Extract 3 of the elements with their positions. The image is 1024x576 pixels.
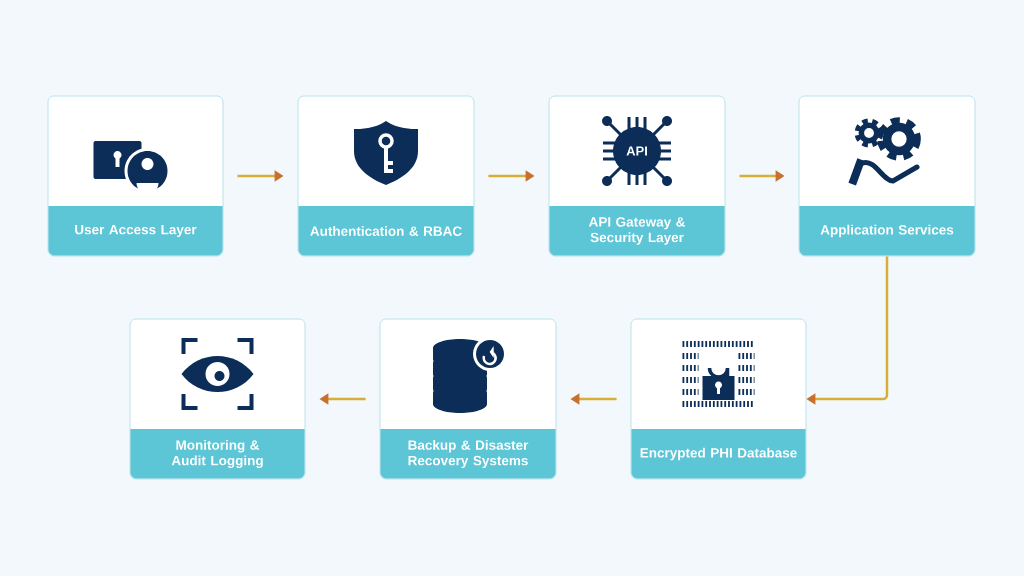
process-card: Monitoring & Audit Logging (129, 318, 306, 480)
process-card: Application Services (798, 95, 976, 257)
process-card: Encrypted PHI Database (630, 318, 807, 480)
